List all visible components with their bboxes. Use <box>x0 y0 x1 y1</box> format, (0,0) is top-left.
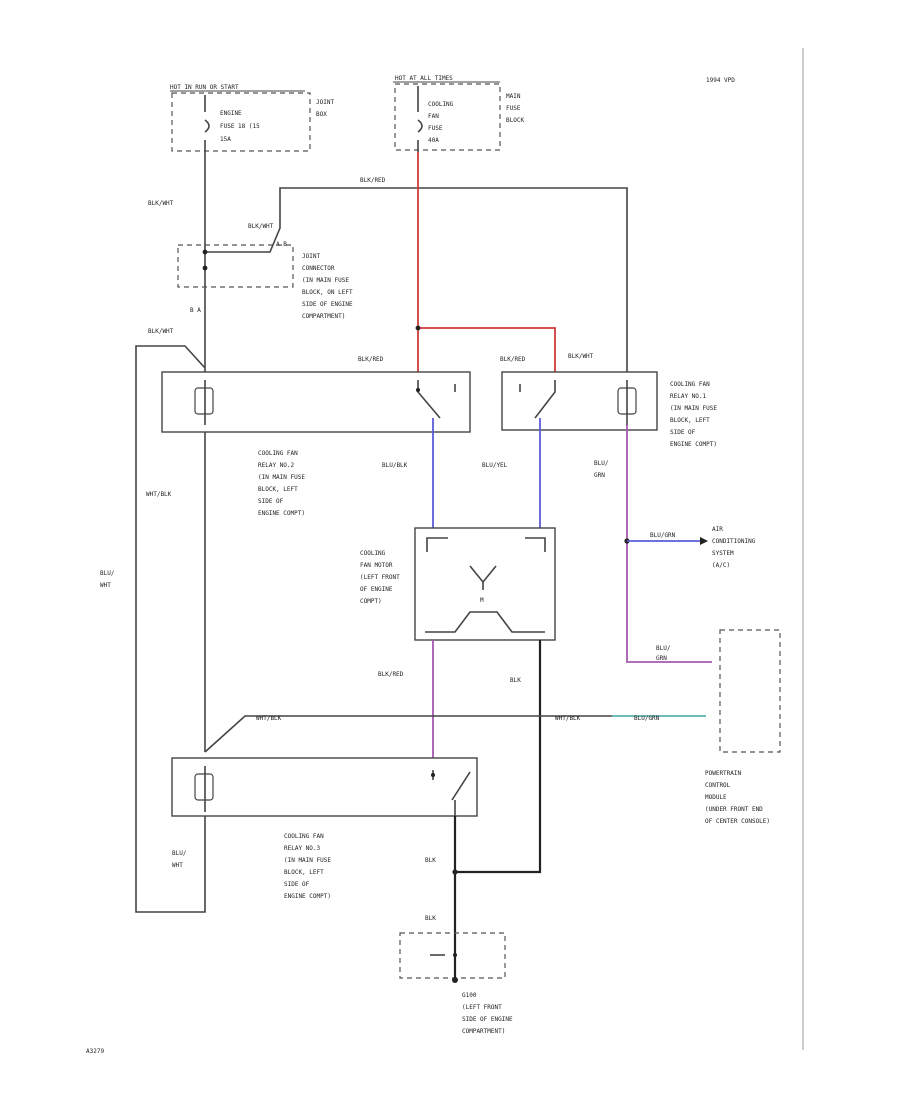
ground-label-2: (LEFT FRONT <box>462 1004 502 1011</box>
wire-label-blk-wht-2: BLK/WHT <box>248 223 274 230</box>
relay-3-label-2: RELAY NO.3 <box>284 845 321 852</box>
relay-3-label-4: BLOCK, LEFT <box>284 869 324 876</box>
pcm-label-4: (UNDER FRONT END <box>705 806 763 813</box>
wire-label-blu-wht-1a: BLU/ <box>100 570 115 577</box>
cooling-fan-motor-box <box>414 527 556 641</box>
year-note: 1994 VPD <box>706 77 735 84</box>
relay-3-box <box>171 757 478 817</box>
wire-label-blu-grn-1a: BLU/ <box>594 460 609 467</box>
joint-connector-label-5: SIDE OF ENGINE <box>302 301 353 308</box>
relay-3-label-1: COOLING FAN <box>284 833 324 840</box>
cooling-fan-fuse-label-3: FUSE <box>428 125 443 132</box>
relay-1-label-2: RELAY NO.1 <box>670 393 707 400</box>
wire-label-blu-wht-1b: WHT <box>100 582 111 589</box>
wire-label-blk-red-4: BLK/RED <box>378 671 404 678</box>
wire-label-blu-grn-2b: GRN <box>656 655 667 662</box>
wire-label-blk-3: BLK <box>425 915 436 922</box>
engine-fuse-label-2: FUSE 18 (15 <box>220 123 260 130</box>
ground-label-3: SIDE OF ENGINE <box>462 1016 513 1023</box>
joint-connector-label-4: BLOCK, ON LEFT <box>302 289 353 296</box>
motor-label-2: FAN MOTOR <box>360 562 393 569</box>
relay-1-label-6: ENGINE COMPT) <box>670 441 717 448</box>
joint-box-label-1: JOINT <box>316 99 334 106</box>
ac-label-4: (A/C) <box>712 562 730 569</box>
joint-connector-label-3: (IN MAIN FUSE <box>302 277 349 284</box>
relay-2-label-6: ENGINE COMPT) <box>258 510 305 517</box>
wire-label-blk-wht-3: BLK/WHT <box>148 328 174 335</box>
wire-label-wht-blk-2: WHT/BLK <box>256 715 282 722</box>
pin-label-small: B A <box>190 307 201 314</box>
relay-2-label-5: SIDE OF <box>258 498 284 505</box>
motor-m-label: M <box>480 597 484 604</box>
ac-label-2: CONDITIONING <box>712 538 756 545</box>
motor-label-1: COOLING <box>360 550 386 557</box>
joint-connector-box <box>177 244 294 288</box>
cooling-fan-fuse-label-4: 40A <box>428 137 439 144</box>
wire-label-wht-blk-3: WHT/BLK <box>555 715 581 722</box>
main-fuse-block-label-1: MAIN <box>506 93 521 100</box>
relay-2-label-1: COOLING FAN <box>258 450 298 457</box>
page-code: A3279 <box>86 1048 104 1055</box>
engine-fuse-label-3: 15A <box>220 136 231 143</box>
joint-box-label-2: BOX <box>316 111 327 118</box>
wire-label-blu-wht-2b: WHT <box>172 862 183 869</box>
wire-label-blu-wht-2a: BLU/ <box>172 850 187 857</box>
cooling-fan-fuse-label-2: FAN <box>428 113 439 120</box>
wire-label-blu-grn-1b: GRN <box>594 472 605 479</box>
ac-label-1: AIR <box>712 526 723 533</box>
relay-2-label-3: (IN MAIN FUSE <box>258 474 305 481</box>
wire-label-blu-yel: BLU/YEL <box>482 462 508 469</box>
relay-3-label-5: SIDE OF <box>284 881 310 888</box>
pcm-label-3: MODULE <box>705 794 727 801</box>
wire-label-blu-grn-h: BLU/GRN <box>650 532 676 539</box>
wire-label-blk-wht-1: BLK/WHT <box>148 200 174 207</box>
main-fuse-block-label-3: BLOCK <box>506 117 524 124</box>
motor-label-3: (LEFT FRONT <box>360 574 400 581</box>
relay-1-label-4: BLOCK, LEFT <box>670 417 710 424</box>
relay-2-box <box>161 371 471 433</box>
pcm-label-2: CONTROL <box>705 782 731 789</box>
joint-connector-label-1: JOINT <box>302 253 320 260</box>
ac-label-3: SYSTEM <box>712 550 734 557</box>
joint-connector-pins: A B <box>276 241 287 248</box>
label-hot-at-all-times: HOT AT ALL TIMES <box>395 75 453 82</box>
wire-label-blk-red-2: BLK/RED <box>358 356 384 363</box>
cooling-fan-fuse-label-1: COOLING <box>428 101 454 108</box>
motor-label-4: OF ENGINE <box>360 586 393 593</box>
joint-connector-label-2: CONNECTOR <box>302 265 335 272</box>
engine-fuse-box <box>171 92 311 152</box>
ground-label-4: COMPARTMENT) <box>462 1028 505 1035</box>
main-fuse-block-label-2: FUSE <box>506 105 521 112</box>
pcm-box <box>719 629 781 753</box>
wire-label-blu-blk: BLU/BLK <box>382 462 408 469</box>
wire-label-blk-red-3: BLK/RED <box>500 356 526 363</box>
wire-label-blk-red-top: BLK/RED <box>360 177 386 184</box>
cooling-fan-fuse-box <box>394 83 501 151</box>
relay-1-box <box>501 371 658 431</box>
wire-label-wht-blk-1: WHT/BLK <box>146 491 172 498</box>
joint-connector-label-6: COMPARTMENT) <box>302 313 345 320</box>
ground-box <box>399 932 506 979</box>
relay-2-label-2: RELAY NO.2 <box>258 462 295 469</box>
motor-label-5: COMPT) <box>360 598 382 605</box>
wire-label-blk-2: BLK <box>425 857 436 864</box>
ground-label-1: G100 <box>462 992 477 999</box>
relay-1-label-1: COOLING FAN <box>670 381 710 388</box>
relay-3-label-6: ENGINE COMPT) <box>284 893 331 900</box>
engine-fuse-label-1: ENGINE <box>220 110 242 117</box>
wire-label-blu-grn-3: BLU/GRN <box>634 715 660 722</box>
relay-3-label-3: (IN MAIN FUSE <box>284 857 331 864</box>
wire-label-blk-1: BLK <box>510 677 521 684</box>
relay-1-label-5: SIDE OF <box>670 429 696 436</box>
relay-2-label-4: BLOCK, LEFT <box>258 486 298 493</box>
pcm-label-1: POWERTRAIN <box>705 770 742 777</box>
wire-label-blu-grn-2a: BLU/ <box>656 645 671 652</box>
label-hot-in-run: HOT IN RUN OR START <box>170 84 239 91</box>
pcm-label-5: OF CENTER CONSOLE) <box>705 818 770 825</box>
relay-1-label-3: (IN MAIN FUSE <box>670 405 717 412</box>
wire-label-blk-wht-4: BLK/WHT <box>568 353 594 360</box>
